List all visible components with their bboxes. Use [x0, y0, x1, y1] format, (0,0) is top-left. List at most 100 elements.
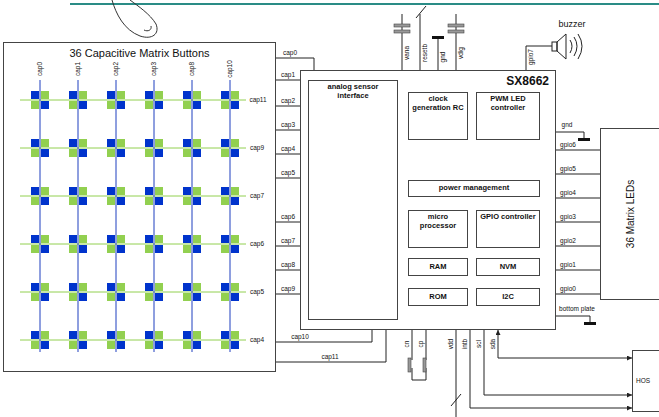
- pin-label: cap3: [280, 122, 296, 129]
- signal-wire: [276, 154, 300, 155]
- signal-wire: [276, 246, 300, 247]
- pin-label: resetb: [422, 43, 429, 63]
- signal-wire: [276, 58, 314, 70]
- sense-pad: [117, 91, 125, 99]
- pin-label: intb: [462, 338, 469, 350]
- sense-pad: [41, 187, 49, 195]
- pin-label: gpio2: [559, 238, 577, 245]
- sense-pad: [107, 187, 115, 195]
- sense-pad: [231, 149, 239, 157]
- sense-pad: [183, 245, 191, 253]
- sense-pad: [41, 139, 49, 147]
- column-line: [78, 80, 79, 352]
- sense-pad: [69, 341, 77, 349]
- sense-pad: [155, 245, 163, 253]
- pin-label: cap8: [280, 262, 296, 269]
- sense-pad: [221, 331, 229, 339]
- sense-pad: [107, 245, 115, 253]
- column-line: [192, 80, 193, 352]
- sense-pad: [31, 235, 39, 243]
- sense-pad: [231, 197, 239, 205]
- sense-pad: [79, 283, 87, 291]
- sense-pad: [183, 293, 191, 301]
- signal-wire: [276, 80, 300, 81]
- signal-wire: [276, 330, 372, 342]
- sense-pad: [183, 283, 191, 291]
- pin-label: cap6: [249, 241, 265, 248]
- pin-label: bottom plate: [558, 306, 596, 313]
- node-label: clock generation RC: [409, 93, 467, 114]
- sense-pad: [145, 341, 153, 349]
- sense-pad: [117, 245, 125, 253]
- sense-pad: [41, 197, 49, 205]
- sense-pad: [145, 101, 153, 109]
- pin-label: cp: [418, 340, 425, 349]
- sense-pad: [183, 331, 191, 339]
- sense-pad: [69, 101, 77, 109]
- column-line: [116, 80, 117, 352]
- pin-label: cap2: [113, 61, 120, 77]
- sense-pad: [107, 331, 115, 339]
- sense-pad: [117, 139, 125, 147]
- row-line: [20, 292, 246, 293]
- led-matrix-box: 36 Matrix LEDs: [600, 128, 659, 300]
- node-label: micro processor: [409, 211, 467, 232]
- sense-pad: [145, 283, 153, 291]
- sense-pad: [193, 245, 201, 253]
- sense-pad: [31, 293, 39, 301]
- signal-wire: [470, 330, 632, 408]
- sense-pad: [107, 197, 115, 205]
- block-box: I2C: [476, 288, 540, 306]
- sense-pad: [155, 341, 163, 349]
- sense-pad: [41, 91, 49, 99]
- buzzer-symbol: [552, 34, 582, 59]
- sense-pad: [231, 245, 239, 253]
- block-box: NVM: [476, 258, 540, 276]
- sense-pad: [155, 139, 163, 147]
- signal-wire: [556, 294, 600, 295]
- sense-pad: [41, 149, 49, 157]
- sense-pad: [31, 331, 39, 339]
- node-label: power management: [436, 182, 512, 195]
- sense-pad: [41, 283, 49, 291]
- pin-label: cap7: [280, 238, 296, 245]
- node-label: ROM: [426, 291, 450, 304]
- row-line: [20, 148, 246, 149]
- sense-pad: [41, 235, 49, 243]
- sense-pad: [79, 149, 87, 157]
- sense-pad: [231, 331, 239, 339]
- sense-pad: [117, 187, 125, 195]
- signal-wire: [484, 330, 632, 395]
- pin-label: cap4: [249, 337, 265, 344]
- pin-label: cap10: [290, 334, 310, 341]
- pin-label: gnd: [561, 122, 574, 129]
- sense-pad: [193, 331, 201, 339]
- sense-pad: [193, 101, 201, 109]
- pin-label: cap5: [249, 289, 265, 296]
- pin-label: vdd: [448, 338, 455, 350]
- sense-pad: [221, 139, 229, 147]
- pin-label: cap4: [280, 146, 296, 153]
- sense-pad: [69, 187, 77, 195]
- sense-pad: [41, 245, 49, 253]
- sense-pad: [79, 197, 87, 205]
- sense-pad: [69, 139, 77, 147]
- node-label: 36 Matrix LEDs: [623, 177, 639, 251]
- pin-label: gpio5: [559, 166, 577, 173]
- node-label: PWM LED controller: [477, 93, 539, 114]
- sense-pad: [107, 283, 115, 291]
- row-line: [20, 340, 246, 341]
- pin-label: cap3: [151, 61, 158, 77]
- block-box: analog sensor interface: [308, 80, 398, 320]
- pin-label: gpio1: [559, 262, 577, 269]
- sense-pad: [31, 91, 39, 99]
- signal-wire: [276, 178, 300, 179]
- signal-wire: [556, 222, 600, 223]
- sense-pad: [231, 91, 239, 99]
- signal-wire: [556, 174, 600, 175]
- row-line: [20, 244, 246, 245]
- sense-pad: [183, 235, 191, 243]
- sense-pad: [155, 283, 163, 291]
- sense-pad: [107, 235, 115, 243]
- sense-pad: [117, 331, 125, 339]
